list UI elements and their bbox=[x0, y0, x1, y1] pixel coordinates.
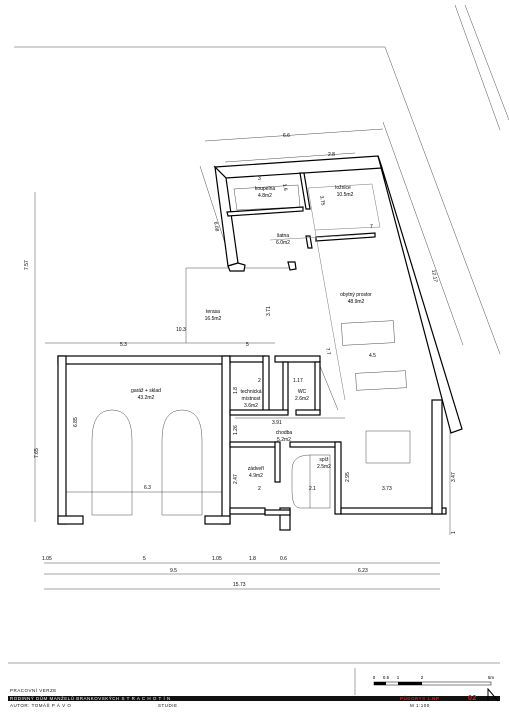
dim-label: 1.05 bbox=[212, 556, 222, 562]
dim-label: 0.6 bbox=[280, 556, 287, 562]
room-area-technicka: 3.6m2 bbox=[244, 403, 258, 409]
scale-label: 0 bbox=[373, 675, 376, 680]
dim-label: 1.8 bbox=[249, 556, 256, 562]
sofa bbox=[341, 320, 395, 346]
room-name-obytny: obytný prostor bbox=[340, 292, 372, 298]
dim-label: 2 bbox=[258, 486, 261, 492]
room-area-obytny: 48.9m2 bbox=[348, 299, 365, 305]
room-area-satna: 6.0m2 bbox=[276, 240, 290, 246]
dim-label: 2.47 bbox=[233, 474, 239, 484]
dim-label: 2.8 bbox=[328, 152, 335, 158]
room-name-garaz: garáž + sklad bbox=[131, 388, 161, 394]
room-name-chodba: chodba bbox=[276, 430, 293, 436]
dim-label: 3.73 bbox=[382, 486, 392, 492]
staircase bbox=[291, 454, 331, 509]
title-line-version: PRACOVNÍ VERZE bbox=[10, 688, 57, 693]
room-name-technicka-2: místnost bbox=[242, 396, 262, 402]
dim-label: 6.08 bbox=[212, 221, 220, 232]
room-area-garaz: 43.2m2 bbox=[138, 395, 155, 401]
dim-label: 6.6 bbox=[283, 133, 290, 139]
scale-bar: 0 0.5 1 2 5m bbox=[373, 675, 495, 686]
room-area-zadveri: 4.9m2 bbox=[249, 473, 263, 479]
bathroom-fixtures-outline bbox=[233, 184, 301, 211]
room-area-spiz: 2.5m2 bbox=[317, 464, 331, 470]
upper-wing-walls bbox=[213, 155, 463, 434]
dim-label: 10.3 bbox=[176, 327, 186, 333]
dim-label: 1.6 bbox=[281, 183, 288, 191]
room-area-wc: 2.6m2 bbox=[295, 396, 309, 402]
dim-label: 5.3 bbox=[120, 342, 127, 348]
room-name-loznice: ložnice bbox=[335, 185, 351, 191]
dim-label: 2.1 bbox=[309, 486, 316, 492]
sheet-number: 02 bbox=[468, 695, 477, 702]
dimension-labels: 6.6 2.8 3 1.6 3.75 6.08 7 12.17 7.57 10.… bbox=[24, 133, 457, 588]
dim-label: 2.95 bbox=[345, 472, 351, 482]
road-edge-line bbox=[454, 4, 501, 131]
road-edge-line-2 bbox=[464, 4, 509, 121]
site-boundary-diagonal bbox=[384, 46, 501, 355]
dim-label: 12.17 bbox=[430, 269, 438, 283]
room-name-technicka: technická bbox=[240, 389, 261, 395]
room-name-terasa: terasa bbox=[206, 309, 220, 315]
room-name-spiz: spíž bbox=[319, 457, 329, 463]
dim-label: 6.3 bbox=[144, 485, 151, 491]
title-bar: RODINNÝ DŮM MANŽELŮ BRANKOVSKÝCH S T R A… bbox=[8, 695, 500, 702]
dim-label: 6.23 bbox=[358, 568, 368, 574]
dim-label: 5 bbox=[143, 556, 146, 562]
dim-label: 3 bbox=[258, 176, 261, 182]
dim-label: 7 bbox=[370, 224, 373, 230]
dim-label: 1.05 bbox=[42, 556, 52, 562]
dim-label: 15.73 bbox=[233, 582, 246, 588]
dim-label: 3.91 bbox=[272, 420, 282, 426]
car-right bbox=[161, 409, 203, 516]
kitchen-island bbox=[365, 430, 411, 464]
dimension-lines bbox=[34, 121, 464, 590]
title-line-project: RODINNÝ DŮM MANŽELŮ BRANKOVSKÝCH S T R A… bbox=[10, 696, 171, 701]
dim-label: 7.65 bbox=[34, 448, 40, 458]
room-area-chodba: 5.2m2 bbox=[277, 437, 291, 443]
sheet-scale: M 1:100 bbox=[410, 703, 430, 708]
room-area-loznice: 10.5m2 bbox=[337, 192, 354, 198]
bed bbox=[307, 183, 381, 231]
dim-label: 9.5 bbox=[170, 568, 177, 574]
dim-label: 3.47 bbox=[451, 472, 457, 482]
dim-label: 7.57 bbox=[24, 260, 30, 270]
core-walls bbox=[229, 355, 447, 531]
dim-label: 4.5 bbox=[369, 353, 376, 359]
room-name-zadveri: zádveří bbox=[248, 466, 265, 472]
dim-label: 7.7 bbox=[324, 347, 331, 355]
scale-label: 2 bbox=[421, 675, 424, 680]
dim-label: 1.17 bbox=[293, 378, 303, 384]
dim-label: 3.75 bbox=[318, 195, 326, 206]
room-name-koupelna: koupelna bbox=[255, 186, 276, 192]
dining-table bbox=[355, 370, 407, 391]
room-labels: koupelna 4.8m2 ložnice 10.5m2 šatna 6.0m… bbox=[131, 185, 372, 479]
dim-label: 6.85 bbox=[73, 417, 79, 427]
dim-label: 2 bbox=[258, 378, 261, 384]
room-name-wc: WC bbox=[298, 389, 307, 395]
car-left bbox=[91, 409, 133, 516]
north-arrow-icon bbox=[487, 688, 499, 702]
dim-label: 3.71 bbox=[266, 306, 272, 316]
scale-label: 1 bbox=[397, 675, 400, 680]
title-block: PRACOVNÍ VERZE RODINNÝ DŮM MANŽELŮ BRANK… bbox=[8, 686, 500, 714]
room-area-terasa: 16.5m2 bbox=[205, 316, 222, 322]
title-line-stage: STUDIE bbox=[158, 703, 178, 708]
dim-label: 5 bbox=[246, 342, 249, 348]
room-area-koupelna: 4.8m2 bbox=[258, 193, 272, 199]
scale-label: 0.5 bbox=[383, 675, 390, 680]
title-line-author: AUTOR: TOMÁŠ P Á V O bbox=[10, 703, 72, 708]
scale-label: 5m bbox=[488, 675, 495, 680]
room-name-satna: šatna bbox=[277, 233, 289, 239]
dim-label: 1.8 bbox=[233, 387, 239, 394]
dim-label: 1.26 bbox=[233, 425, 239, 435]
dim-label: 1 bbox=[451, 531, 457, 534]
sheet-title: PŮDORYS 1.NP bbox=[400, 696, 440, 701]
garage-walls bbox=[57, 355, 231, 525]
